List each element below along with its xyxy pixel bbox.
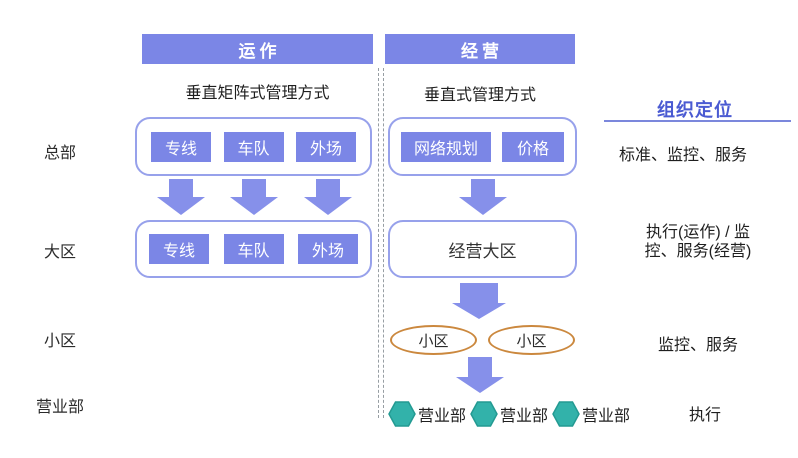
row-label-district: 小区 — [43, 333, 76, 350]
subtitle-operation: 垂直矩阵式管理方式 — [185, 85, 330, 102]
header-bar-business: 经营 — [385, 34, 575, 64]
role-text-region: 执行(运作) / 监 控、服务(经营) — [613, 223, 783, 261]
branch-row: 营业部 营业部 营业部 — [388, 401, 630, 427]
role-text-region-line1: 执行(运作) / 监 — [646, 224, 750, 241]
unit-box-outfield: 外场 — [296, 131, 356, 162]
branch-item: 营业部 — [552, 401, 630, 427]
hq-business-container: 网络规划 价格 — [388, 117, 577, 176]
unit-box-dedicated-line: 专线 — [149, 234, 209, 264]
role-text-region-line2: 控、服务(经营) — [644, 243, 752, 260]
unit-box-fleet: 车队 — [223, 131, 284, 162]
down-arrow-icon — [304, 179, 352, 215]
branch-hexagon-icon — [388, 401, 416, 427]
unit-box-dedicated-line: 专线 — [151, 131, 211, 162]
branch-label: 营业部 — [418, 408, 467, 425]
header-bar-operation: 运作 — [142, 34, 373, 64]
branch-item: 营业部 — [388, 401, 466, 427]
unit-box-outfield: 外场 — [298, 234, 358, 264]
branch-label: 营业部 — [500, 408, 549, 425]
district-label: 小区 — [418, 332, 449, 350]
branch-item: 营业部 — [470, 401, 548, 427]
role-text-district: 监控、服务 — [657, 337, 738, 354]
district-label: 小区 — [516, 332, 547, 350]
hq-operation-container: 专线 车队 外场 — [135, 117, 372, 176]
down-arrow-icon — [452, 283, 506, 319]
region-operation-container: 专线 车队 外场 — [135, 220, 372, 278]
title-underline — [604, 120, 791, 122]
dashed-divider-line — [378, 68, 384, 418]
down-arrow-icon — [230, 179, 278, 215]
district-ellipse: 小区 — [390, 325, 477, 355]
district-ellipse: 小区 — [488, 325, 575, 355]
role-text-branch: 执行 — [688, 407, 721, 424]
branch-hexagon-icon — [470, 401, 498, 427]
unit-box-network-planning: 网络规划 — [401, 131, 491, 162]
row-label-region: 大区 — [43, 244, 76, 261]
subtitle-business: 垂直式管理方式 — [423, 87, 536, 104]
unit-box-price: 价格 — [502, 131, 564, 162]
role-text-hq: 标准、监控、服务 — [618, 147, 747, 164]
down-arrow-icon — [456, 357, 504, 393]
down-arrow-icon — [459, 179, 507, 215]
row-label-branch: 营业部 — [35, 399, 84, 416]
row-label-headquarters: 总部 — [43, 145, 76, 162]
business-region-label: 经营大区 — [448, 241, 517, 261]
org-positioning-title: 组织定位 — [657, 100, 733, 120]
business-region-box: 经营大区 — [388, 220, 577, 278]
branch-label: 营业部 — [582, 408, 631, 425]
unit-box-fleet: 车队 — [223, 234, 284, 264]
branch-hexagon-icon — [552, 401, 580, 427]
down-arrow-icon — [157, 179, 205, 215]
